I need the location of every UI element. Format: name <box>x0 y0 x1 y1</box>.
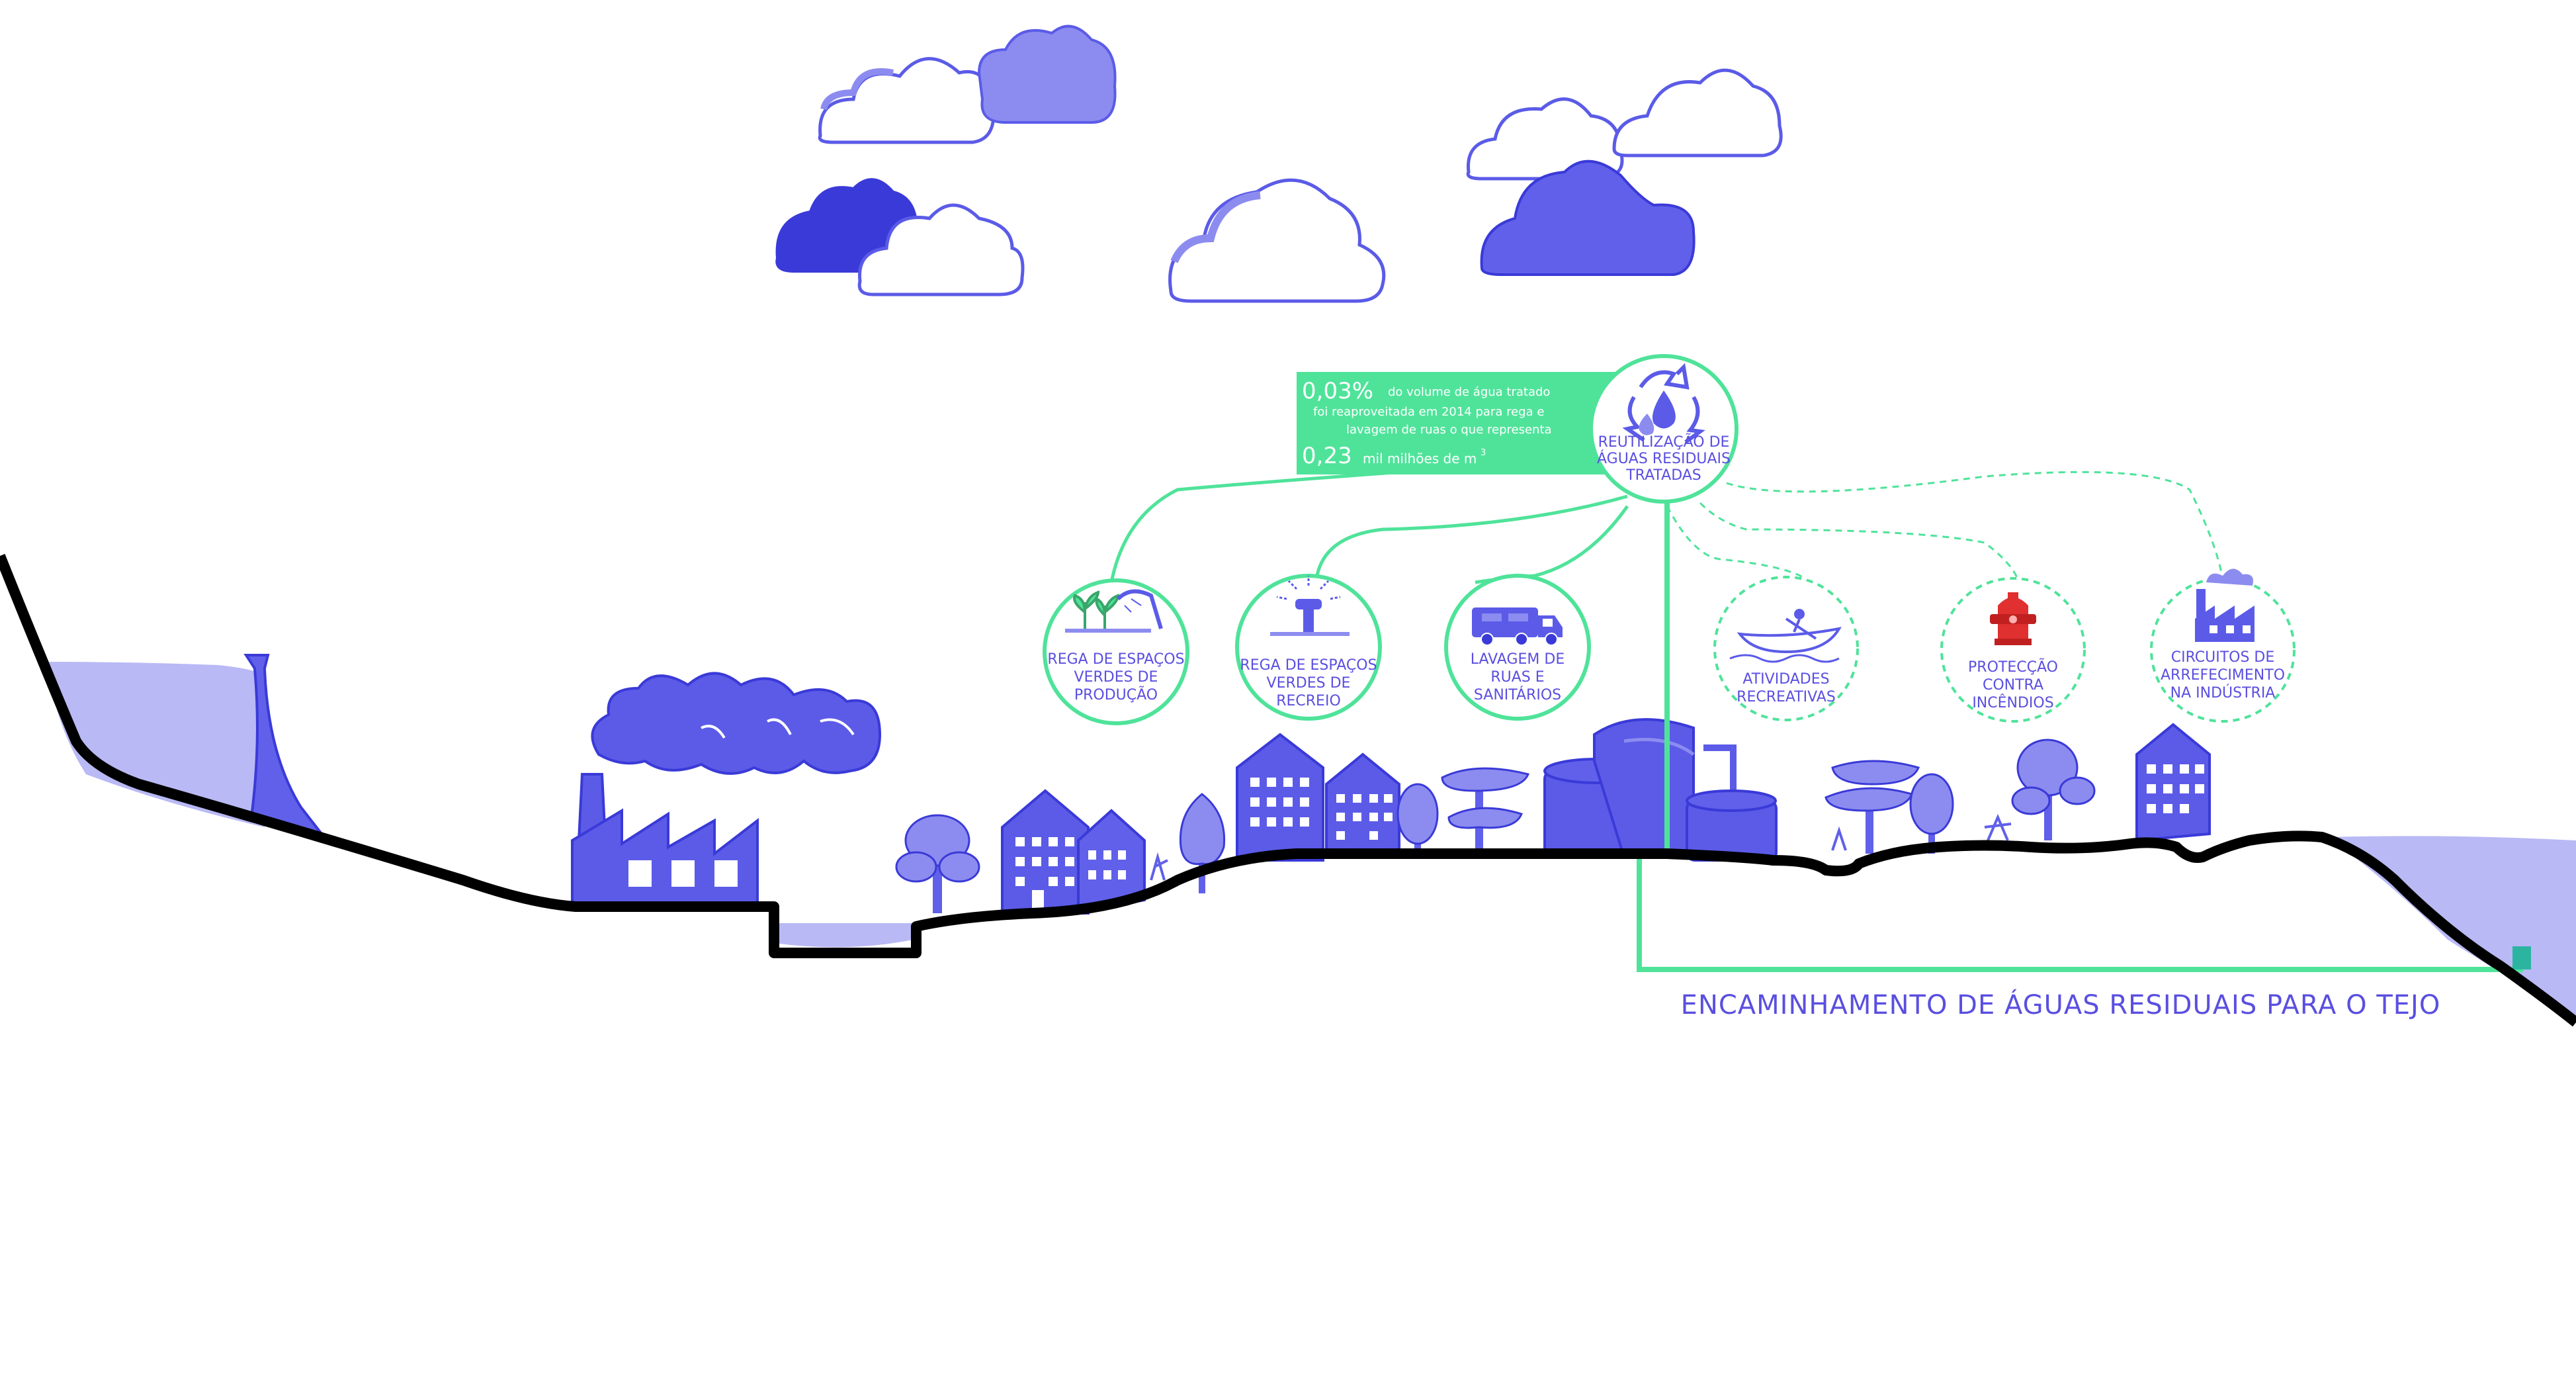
umbrella-tree-icon <box>1441 767 1530 854</box>
house-icon <box>1236 733 1324 862</box>
use-label-line-1: LAVAGEM DE <box>1471 651 1565 668</box>
cloud-icon <box>1612 68 1783 157</box>
cloud-icon <box>1168 178 1386 303</box>
use-label-line-3: NA INDÚSTRIA <box>2170 684 2276 701</box>
hub-label-line-3: TRATADAS <box>1625 467 1701 484</box>
treatment-plant <box>1543 718 1778 862</box>
street-cleaning-truck-icon <box>1472 607 1563 646</box>
cloud-icon <box>818 57 996 144</box>
stat-line-1: do volume de água tratado <box>1388 385 1550 399</box>
shrub-icon <box>1831 813 2012 851</box>
use-label-line-2: VERDES DE <box>1074 669 1158 686</box>
house-icon <box>1325 752 1400 855</box>
rowing-boat-icon <box>1729 609 1842 663</box>
cloud-icon <box>1480 159 1696 276</box>
fire-hydrant-icon <box>1990 592 2036 645</box>
ground-profile <box>0 554 2576 1027</box>
smoke-cloud <box>591 672 882 775</box>
umbrella-tree-icon <box>1825 760 1920 854</box>
use-label-line-1: CIRCUITOS DE <box>2171 649 2275 666</box>
stat-line-2: foi reaproveitada em 2014 para rega e <box>1313 405 1544 419</box>
use-node-irrigation-recreation: REGA DE ESPAÇOS VERDES DE RECREIO <box>1235 574 1382 721</box>
use-node-irrigation-production: REGA DE ESPAÇOS VERDES DE PRODUÇÃO <box>1043 578 1189 725</box>
use-label-line-3: SANITÁRIOS <box>1474 686 1561 703</box>
stat-box: 0,03% do volume de água tratado foi reap… <box>1297 372 1621 474</box>
sprinkler-icon <box>1270 576 1350 636</box>
use-label-line-1: REGA DE ESPAÇOS <box>1047 651 1184 668</box>
use-label-line-1: ATIVIDADES <box>1742 671 1829 688</box>
use-label-line-2: RECREATIVAS <box>1737 689 1836 705</box>
use-label-line-2: CONTRA <box>1983 677 2043 694</box>
use-label-line-2: RUAS E <box>1490 669 1544 686</box>
plant-watering-icon <box>1065 589 1163 633</box>
tree-icon <box>1396 783 1439 854</box>
house-icon <box>2135 723 2211 842</box>
outfall-marker <box>2512 946 2531 969</box>
use-label-line-2: ARREFECIMENTO <box>2161 667 2285 684</box>
discharge-label: ENCAMINHAMENTO DE ÁGUAS RESIDUAIS PARA O… <box>1681 989 2441 1020</box>
left-water-area <box>46 662 265 827</box>
stat-volume: 0,23 <box>1302 443 1352 469</box>
use-label-line-2: VERDES DE <box>1267 675 1351 692</box>
use-label-line-1: REGA DE ESPAÇOS <box>1240 657 1377 674</box>
house-icon <box>1001 789 1090 915</box>
cloud-icon <box>977 24 1117 124</box>
cloud-icon <box>857 203 1025 296</box>
tree-icon <box>1909 773 1954 854</box>
town <box>895 733 1530 915</box>
chimney-stack <box>243 654 328 840</box>
clouds <box>775 24 1783 303</box>
stat-percent: 0,03% <box>1302 378 1373 404</box>
hub-label-line-2: ÁGUAS RESIDUAIS <box>1597 450 1731 467</box>
tree-icon <box>2011 739 2096 840</box>
tree-icon <box>895 814 980 913</box>
stat-line-3: lavagem de ruas o que representa <box>1346 423 1552 437</box>
stat-volume-exponent: 3 <box>1481 448 1486 458</box>
use-node-industry-cooling: CIRCUITOS DE ARREFECIMENTO NA INDÚSTRIA <box>2150 568 2296 723</box>
use-label-line-3: INCÊNDIOS <box>1972 694 2053 711</box>
use-label-line-1: PROTECÇÃO <box>1968 658 2058 676</box>
hub-node: REUTILIZAÇÃO DE ÁGUAS RESIDUAIS TRATADAS <box>1589 354 1739 504</box>
factory-icon <box>2195 568 2254 642</box>
use-node-street-cleaning: LAVAGEM DE RUAS E SANITÁRIOS <box>1444 574 1591 721</box>
discharge-pipe <box>1637 503 2523 972</box>
shrub-icon <box>1150 852 1168 881</box>
factory-building <box>571 773 759 908</box>
use-node-fire-protection: PROTECÇÃO CONTRA INCÊNDIOS <box>1940 577 2086 723</box>
pit-water <box>774 923 913 948</box>
right-village <box>1825 723 2211 854</box>
use-node-recreation: ATIVIDADES RECREATIVAS <box>1713 576 1859 721</box>
stat-volume-unit: mil milhões de m <box>1363 451 1477 467</box>
hub-label-line-1: REUTILIZAÇÃO DE <box>1598 433 1730 451</box>
use-label-line-3: PRODUÇÃO <box>1074 686 1158 703</box>
use-label-line-3: RECREIO <box>1276 693 1341 709</box>
recycle-water-icon <box>1622 363 1705 444</box>
